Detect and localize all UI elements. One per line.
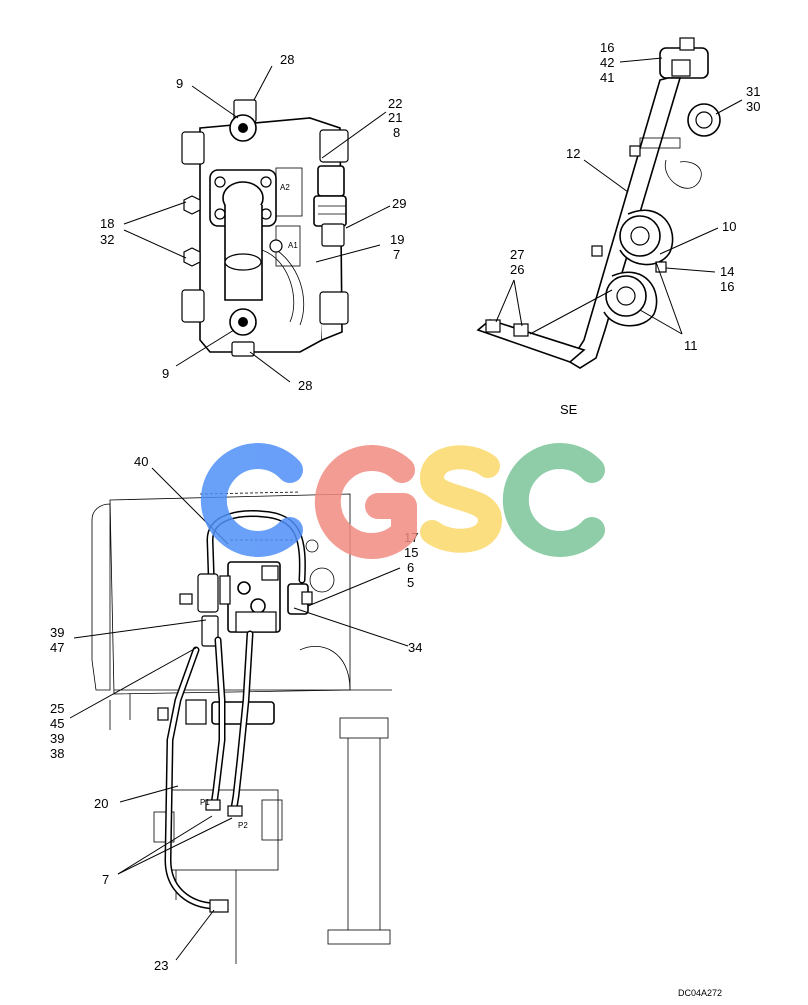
label-28-top: 28 (280, 52, 294, 67)
label-23: 23 (154, 958, 168, 973)
label-16-top: 16 (600, 40, 614, 55)
label-11: 11 (684, 338, 698, 353)
label-8: 8 (393, 125, 400, 140)
label-39-lower: 39 (50, 731, 64, 746)
watermark-letter-g (314, 445, 417, 559)
section-label: SE (560, 402, 578, 417)
label-9-bottom: 9 (162, 366, 169, 381)
valve-block-view: 28 9 22 21 8 18 32 29 19 7 9 28 A2 A1 (100, 52, 406, 393)
label-14: 14 (720, 264, 734, 279)
label-41: 41 (600, 70, 614, 85)
label-30: 30 (746, 99, 760, 114)
port-label-p2: P2 (238, 821, 248, 830)
label-25: 25 (50, 701, 64, 716)
label-28-bottom: 28 (298, 378, 312, 393)
label-42: 42 (600, 55, 614, 70)
label-39-upper: 39 (50, 625, 64, 640)
drawing-code: DC04A272 (678, 988, 722, 998)
label-40: 40 (134, 454, 148, 469)
label-27: 27 (510, 247, 524, 262)
label-31: 31 (746, 84, 760, 99)
watermark-letter-s (419, 445, 503, 553)
port-label-p1: P1 (200, 798, 210, 807)
label-10: 10 (722, 219, 736, 234)
watermark-letter-c-1 (200, 443, 303, 557)
label-47: 47 (50, 640, 64, 655)
label-5: 5 (407, 575, 414, 590)
label-21: 21 (388, 110, 402, 125)
label-18: 18 (100, 216, 114, 231)
label-34: 34 (408, 640, 422, 655)
label-6: 6 (407, 560, 414, 575)
label-22: 22 (388, 96, 402, 111)
label-7-bottom: 7 (102, 872, 109, 887)
port-label-a1: A1 (288, 241, 298, 250)
label-45: 45 (50, 716, 64, 731)
label-7-top: 7 (393, 247, 400, 262)
label-12: 12 (566, 146, 580, 161)
label-9-top: 9 (176, 76, 183, 91)
label-26: 26 (510, 262, 524, 277)
label-38: 38 (50, 746, 64, 761)
port-label-a2: A2 (280, 183, 290, 192)
bracket-view: 16 42 41 31 30 12 10 14 16 27 26 11 SE (476, 37, 760, 417)
label-16-right: 16 (720, 279, 734, 294)
label-19: 19 (390, 232, 404, 247)
label-32: 32 (100, 232, 114, 247)
watermark-logo (200, 443, 605, 559)
label-15: 15 (404, 545, 418, 560)
label-20: 20 (94, 796, 108, 811)
watermark-letter-c-2 (502, 443, 605, 557)
label-29: 29 (392, 196, 406, 211)
